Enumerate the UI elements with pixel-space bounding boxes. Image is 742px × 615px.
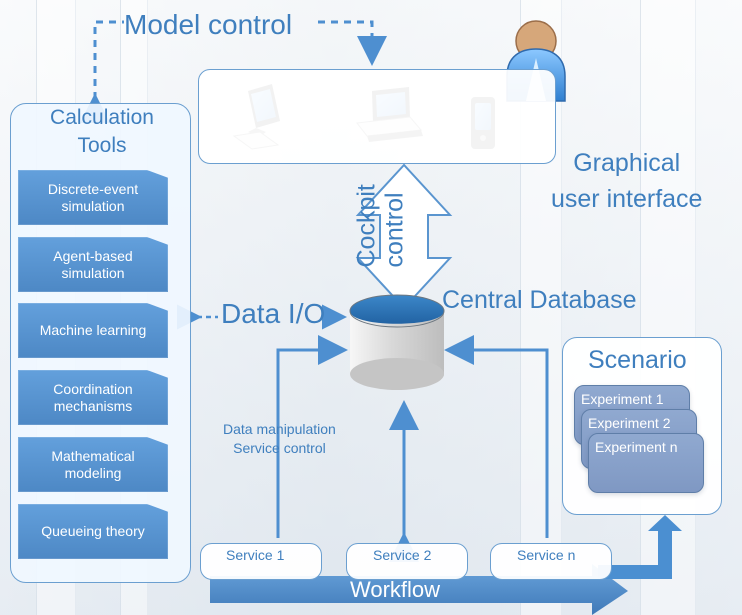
tool-card-coordination-mechanisms: Coordination mechanisms [18, 370, 168, 425]
tool-card-queueing-theory: Queueing theory [18, 504, 168, 559]
graphical-user-interface-line-2: user interface [551, 185, 703, 214]
data-manipulation-line-1: Data manipulation [223, 421, 336, 437]
tool-card-agent-based-simulation: Agent-based simulation [18, 237, 168, 292]
service-box-2 [346, 543, 468, 580]
scenario-title: Scenario [588, 346, 687, 374]
calculation-tools-title-line-2: Tools [77, 134, 127, 157]
workflow-label: Workflow [350, 577, 441, 602]
service-label-2: Service 2 [373, 547, 432, 563]
graphical-user-interface-box [198, 69, 556, 164]
service-box-1 [200, 543, 322, 580]
tool-card-machine-learning: Machine learning [18, 303, 168, 358]
graphical-user-interface-line-1: Graphical [573, 149, 681, 177]
service-label-n: Service n [517, 547, 576, 563]
calculation-tools-title: Calculation Tools [31, 104, 173, 160]
data-manipulation-line-2: Service control [233, 439, 326, 456]
model-control-label: Model control [124, 9, 293, 40]
experiment-card-n: Experiment n [588, 433, 704, 493]
database-icon [349, 294, 445, 390]
calculation-tools-title-line-1: Calculation [50, 106, 154, 129]
cockpit-control-label: Cockpit control [352, 184, 451, 268]
tool-card-mathematical-modeling: Mathematical modeling [18, 437, 168, 492]
data-io-label: Data I/O [221, 298, 326, 329]
data-manipulation-label: Data manipulation Service control [223, 420, 336, 458]
service-label-1: Service 1 [226, 547, 285, 563]
central-database-label: Central Database [442, 286, 637, 314]
graphical-user-interface-label: Graphical user interface [551, 145, 702, 218]
tool-card-discrete-event-simulation: Discrete-event simulation [18, 170, 168, 225]
service-box-n [490, 543, 612, 580]
cockpit-label-line-1: Cockpit [352, 184, 381, 268]
cockpit-label-line-2: control [380, 192, 409, 268]
